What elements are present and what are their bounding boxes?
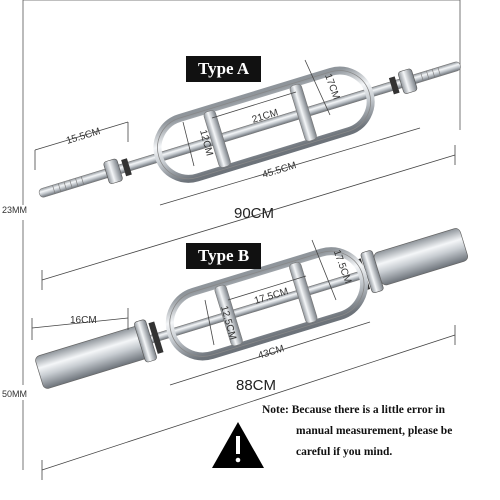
type-a-dimension-lines xyxy=(34,59,456,290)
note-line-1: Note: Because there is a little error in xyxy=(262,404,445,416)
type-a-diameter-label: 23MM xyxy=(2,205,28,215)
frame-lines xyxy=(22,0,461,470)
type-b-dimension-lines xyxy=(31,239,456,480)
note-line-2: manual measurement, please be xyxy=(296,425,453,437)
type-b-diameter-label: 50MM xyxy=(2,389,28,399)
warning-icon xyxy=(212,422,264,468)
type-a-total-length-label: 90CM xyxy=(234,205,275,222)
type-b-badge: Type B xyxy=(186,243,262,269)
type-b-sleeve-label: 16CM xyxy=(70,315,97,326)
type-a-badge: Type A xyxy=(186,56,262,82)
note-line-3: careful if you mind. xyxy=(296,446,393,458)
type-b-bar xyxy=(35,228,468,389)
type-a-bar xyxy=(38,61,461,198)
type-b-total-length-label: 88CM xyxy=(236,377,277,394)
